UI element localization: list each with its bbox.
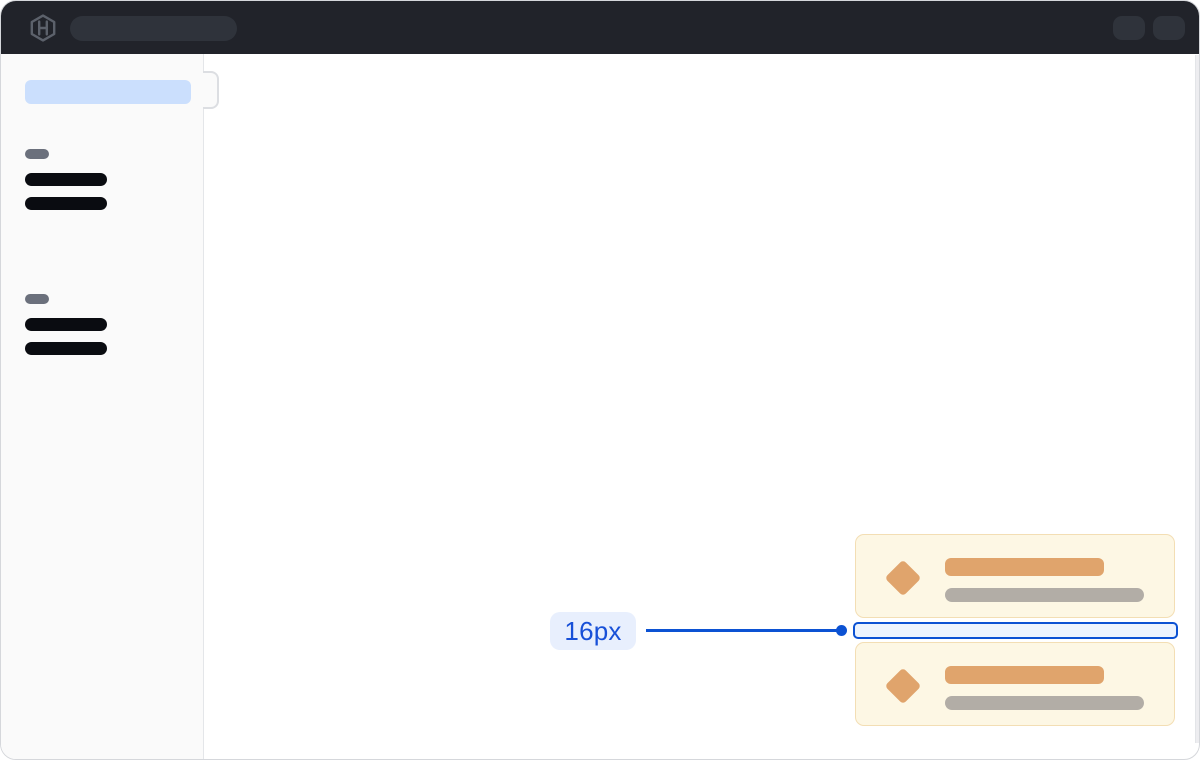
sidebar xyxy=(1,54,204,759)
sidebar-nav-item-skeleton[interactable] xyxy=(25,342,107,355)
spacing-highlight xyxy=(853,622,1178,639)
sidebar-nav-item-skeleton[interactable] xyxy=(25,173,107,186)
alert-card xyxy=(855,642,1175,726)
annotation-dot xyxy=(836,625,847,636)
annotation-line xyxy=(646,629,839,632)
diamond-icon xyxy=(884,667,922,705)
sidebar-nav-item-skeleton[interactable] xyxy=(25,197,107,210)
sidebar-active-item-skeleton[interactable] xyxy=(25,80,191,104)
topbar-action-skeleton[interactable] xyxy=(1113,16,1145,40)
card-title-skeleton xyxy=(945,666,1104,684)
sidebar-nav-item-skeleton[interactable] xyxy=(25,318,107,331)
scrollbar-track[interactable] xyxy=(1195,55,1199,743)
topbar xyxy=(1,1,1199,54)
search-input-skeleton[interactable] xyxy=(70,16,237,41)
sidebar-section-label-skeleton xyxy=(25,149,49,159)
hashicorp-logo-icon xyxy=(30,14,56,42)
card-description-skeleton xyxy=(945,696,1144,710)
sidebar-section-label-skeleton xyxy=(25,294,49,304)
diamond-icon xyxy=(884,559,922,597)
card-description-skeleton xyxy=(945,588,1144,602)
alert-card xyxy=(855,534,1175,618)
spacing-label: 16px xyxy=(550,612,636,650)
spacing-label-text: 16px xyxy=(564,615,622,646)
topbar-action-skeleton[interactable] xyxy=(1153,16,1185,40)
card-title-skeleton xyxy=(945,558,1104,576)
sidebar-toggle-flap[interactable] xyxy=(203,71,219,109)
